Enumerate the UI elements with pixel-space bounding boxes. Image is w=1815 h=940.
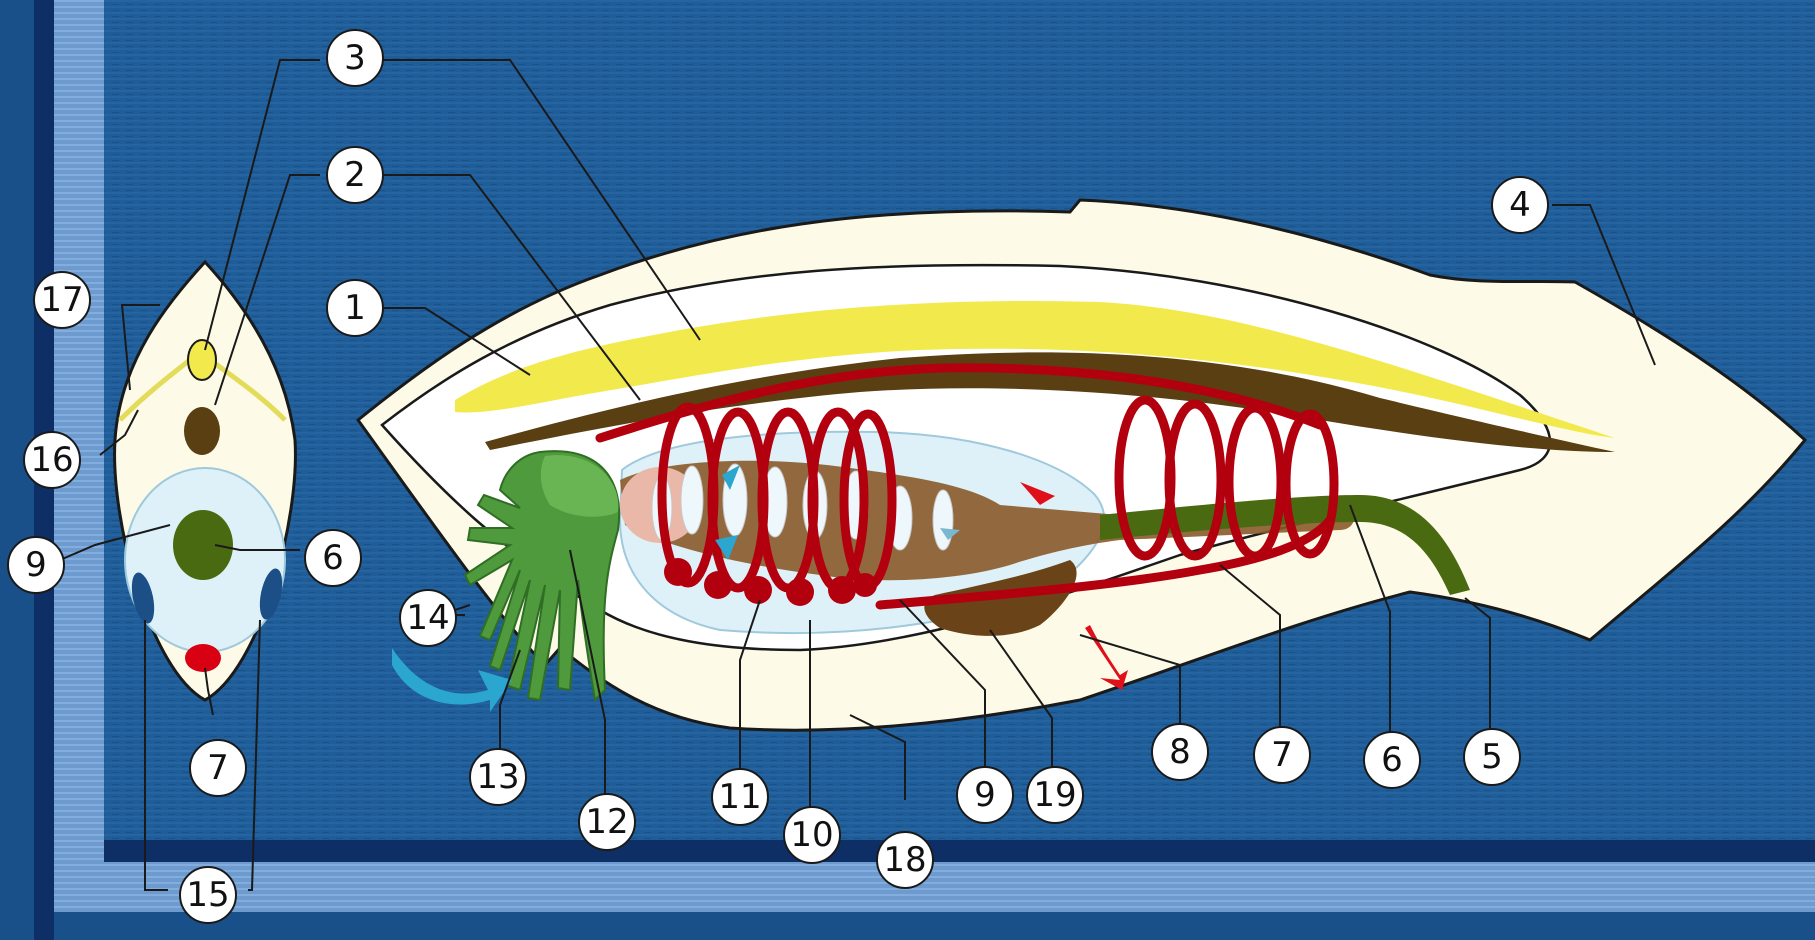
svg-text:2: 2 [344, 155, 366, 195]
callout-9-cross-section: 9 [8, 537, 64, 593]
bulb [828, 576, 856, 604]
svg-text:11: 11 [718, 777, 761, 817]
callout-10: 10 [784, 807, 840, 863]
svg-text:4: 4 [1509, 185, 1531, 225]
callout-18: 18 [877, 832, 933, 888]
callout-9: 9 [957, 767, 1013, 823]
callout-7: 7 [1254, 727, 1310, 783]
callout-13: 13 [470, 749, 526, 805]
callout-6-cross-section: 6 [305, 530, 361, 586]
svg-text:1: 1 [344, 288, 366, 328]
callout-12: 12 [579, 794, 635, 850]
svg-text:12: 12 [585, 802, 628, 842]
longitudinal-section [358, 200, 1805, 730]
bulb [786, 578, 814, 606]
bulb [853, 573, 877, 597]
leader-line [248, 620, 260, 890]
callout-16: 16 [24, 432, 80, 488]
callout-2: 2 [327, 147, 383, 203]
svg-text:18: 18 [883, 840, 926, 880]
svg-text:7: 7 [1271, 735, 1293, 775]
svg-text:19: 19 [1033, 775, 1076, 815]
callout-8: 8 [1152, 724, 1208, 780]
callout-1: 1 [327, 280, 383, 336]
gill-slit [681, 466, 703, 534]
svg-text:9: 9 [974, 775, 996, 815]
svg-text:17: 17 [40, 280, 83, 320]
svg-text:9: 9 [25, 545, 47, 585]
callout-14: 14 [400, 590, 456, 646]
callout-3: 3 [327, 30, 383, 86]
callout-5: 5 [1464, 729, 1520, 785]
svg-text:14: 14 [406, 598, 449, 638]
svg-text:15: 15 [186, 875, 229, 915]
svg-text:10: 10 [790, 815, 833, 855]
bulb [744, 576, 772, 604]
svg-text:5: 5 [1481, 737, 1503, 777]
cross-section-nerve-cord [188, 340, 216, 380]
svg-text:16: 16 [30, 440, 73, 480]
callout-4: 4 [1492, 177, 1548, 233]
leader-line [145, 620, 168, 890]
callout-7-cross-section: 7 [190, 740, 246, 796]
bulb [704, 571, 732, 599]
callout-11: 11 [712, 769, 768, 825]
bulb [664, 558, 692, 586]
cross-section [115, 262, 296, 700]
callout-17: 17 [34, 272, 90, 328]
svg-text:6: 6 [322, 538, 344, 578]
cross-section-intestine [173, 510, 233, 580]
callout-19: 19 [1027, 767, 1083, 823]
svg-text:7: 7 [207, 748, 229, 788]
cross-section-notochord [184, 407, 220, 455]
cross-section-blood-vessel [185, 644, 221, 672]
svg-text:6: 6 [1381, 740, 1403, 780]
svg-text:13: 13 [476, 757, 519, 797]
svg-text:3: 3 [344, 38, 366, 78]
callout-15: 15 [180, 867, 236, 923]
callout-6: 6 [1364, 732, 1420, 788]
gill-slit [933, 490, 953, 550]
svg-text:8: 8 [1169, 732, 1191, 772]
